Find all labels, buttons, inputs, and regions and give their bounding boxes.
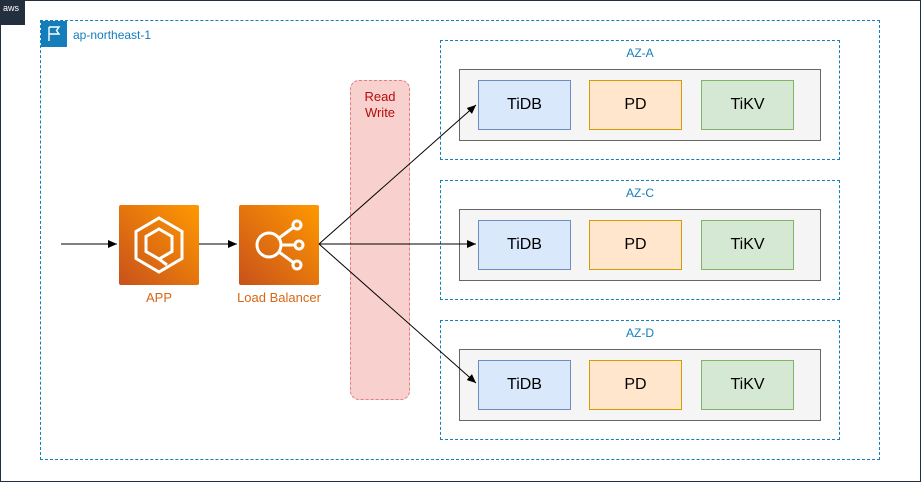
arrow-lb-to-az-a (318, 104, 477, 245)
aws-logo-text: aws (3, 3, 20, 13)
read-write-zone: Read Write (350, 80, 410, 400)
az-label: AZ-D (626, 326, 654, 340)
tidb-node: TiDB (478, 360, 571, 410)
region-flag-icon (41, 21, 67, 47)
az-c-group: AZ-C TiDB PD TiKV (440, 180, 840, 300)
pd-node: PD (589, 80, 682, 130)
region-label: ap-northeast-1 (73, 28, 152, 42)
write-label: Write (364, 105, 396, 120)
app-label: APP (145, 290, 172, 305)
pd-node: PD (589, 360, 682, 410)
tidb-cluster-tier: TiDB PD TiKV (459, 69, 821, 141)
az-label: AZ-C (626, 186, 654, 200)
load-balancer-label: Load Balancer (237, 290, 321, 305)
load-balancer-icon (239, 205, 319, 285)
region-group: ap-northeast-1 (40, 20, 880, 460)
az-d-group: AZ-D TiDB PD TiKV (440, 320, 840, 440)
read-label: Read (364, 89, 396, 104)
tidb-cluster-tier: TiDB PD TiKV (459, 349, 821, 421)
tidb-cluster-tier: TiDB PD TiKV (459, 209, 821, 281)
tikv-node: TiKV (701, 220, 794, 270)
pd-node: PD (589, 220, 682, 270)
arrow-lb-to-az-d (318, 243, 477, 384)
tidb-node: TiDB (478, 220, 571, 270)
tikv-node: TiKV (701, 360, 794, 410)
aws-logo-icon: aws (0, 0, 25, 25)
az-label: AZ-A (626, 46, 654, 60)
app-ecs-icon (119, 205, 199, 285)
az-a-group: AZ-A TiDB PD TiKV (440, 40, 840, 160)
tikv-node: TiKV (701, 80, 794, 130)
tidb-node: TiDB (478, 80, 571, 130)
